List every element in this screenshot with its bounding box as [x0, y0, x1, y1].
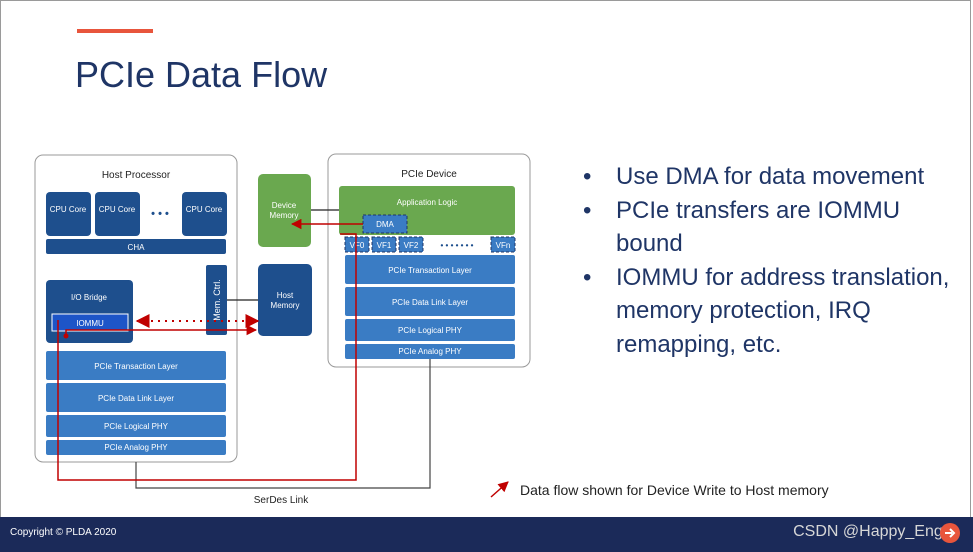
host-data-link-layer-label: PCIe Data Link Layer: [98, 394, 174, 403]
cpu-core-2-label: CPU Core: [99, 205, 136, 214]
device-data-link-layer-label: PCIe Data Link Layer: [392, 298, 468, 307]
cpu-core-1-box: [46, 192, 91, 236]
serdes-link-label: SerDes Link: [254, 495, 309, 506]
device-data-link-layer: [345, 287, 515, 316]
host-analog-phy-label: PCIe Analog PHY: [104, 443, 168, 452]
bullet-item: IOMMU for address translation, memory pr…: [583, 261, 968, 362]
device-logical-phy-label: PCIe Logical PHY: [398, 326, 463, 335]
mem-ctrl-label: Mem. Ctrl.: [212, 279, 222, 321]
bullet-list: Use DMA for data movement PCIe transfers…: [583, 160, 968, 361]
legend-label: Data flow shown for Device Write to Host…: [520, 482, 829, 498]
vfn-box: [490, 236, 516, 253]
device-analog-phy: [345, 344, 515, 359]
vfn-label: VFn: [496, 241, 511, 250]
device-analog-phy-label: PCIe Analog PHY: [398, 347, 462, 356]
csdn-watermark: CSDN @Happy_Enger: [793, 523, 957, 540]
host-analog-phy: [46, 440, 226, 455]
host-memory-label-line2: Memory: [271, 301, 300, 310]
host-logical-phy: [46, 415, 226, 437]
dma-label: DMA: [376, 220, 394, 229]
legend-arrow: [490, 481, 509, 498]
iommu-label: IOMMU: [76, 319, 104, 328]
device-memory-label-line2: Memory: [270, 211, 299, 220]
io-bridge-label: I/O Bridge: [71, 293, 108, 302]
application-logic-label: Application Logic: [397, 198, 457, 207]
host-processor-title: Host Processor: [102, 170, 171, 181]
cpu-core-1-label: CPU Core: [50, 205, 87, 214]
bullet-item: PCIe transfers are IOMMU bound: [583, 194, 968, 261]
cha-bar: [46, 239, 226, 254]
cpu-core-3-box: [182, 192, 227, 236]
bullet-item: Use DMA for data movement: [583, 160, 968, 194]
device-memory-label-line1: Device: [272, 201, 297, 210]
vf0-label: VF0: [350, 241, 365, 250]
footer-bar: Copyright © PLDA 2020 CSDN @Happy_Enger: [0, 517, 973, 552]
device-write-flow-line: [57, 233, 357, 481]
vf2-box: [398, 236, 424, 253]
host-transaction-layer: [46, 351, 226, 380]
host-memory-label-line1: Host: [277, 291, 294, 300]
cha-label: CHA: [128, 243, 146, 252]
io-bridge-box: [46, 280, 133, 343]
iommu-box: [51, 313, 129, 332]
device-transaction-layer-label: PCIe Transaction Layer: [388, 266, 472, 275]
device-logical-phy: [345, 319, 515, 341]
cpu-core-3-label: CPU Core: [186, 205, 223, 214]
vf2-label: VF2: [404, 241, 419, 250]
brand-logo-icon: [940, 523, 960, 543]
vf1-box: [371, 236, 397, 253]
host-transaction-layer-label: PCIe Transaction Layer: [94, 362, 178, 371]
vf0-box: [344, 236, 370, 253]
iommu-flow-dot: [63, 333, 69, 339]
serdes-link-line: [135, 359, 431, 489]
host-memory-box: [258, 264, 312, 336]
cpu-ellipsis: • • •: [151, 208, 169, 220]
iommu-to-host-memory-arrow: [65, 324, 258, 336]
title-accent-line: [77, 29, 153, 33]
vf1-label: VF1: [377, 241, 392, 250]
cpu-core-2-box: [95, 192, 140, 236]
device-transaction-layer: [345, 255, 515, 284]
slide-title: PCIe Data Flow: [75, 54, 328, 95]
copyright-text: Copyright © PLDA 2020: [10, 527, 117, 538]
host-data-link-layer: [46, 383, 226, 412]
host-logical-phy-label: PCIe Logical PHY: [104, 422, 169, 431]
pcie-data-flow-diagram: Host Processor CPU Core CPU Core • • • C…: [34, 153, 829, 506]
pcie-device-title: PCIe Device: [401, 169, 457, 180]
vf-ellipsis: • • • • • • •: [441, 241, 474, 250]
